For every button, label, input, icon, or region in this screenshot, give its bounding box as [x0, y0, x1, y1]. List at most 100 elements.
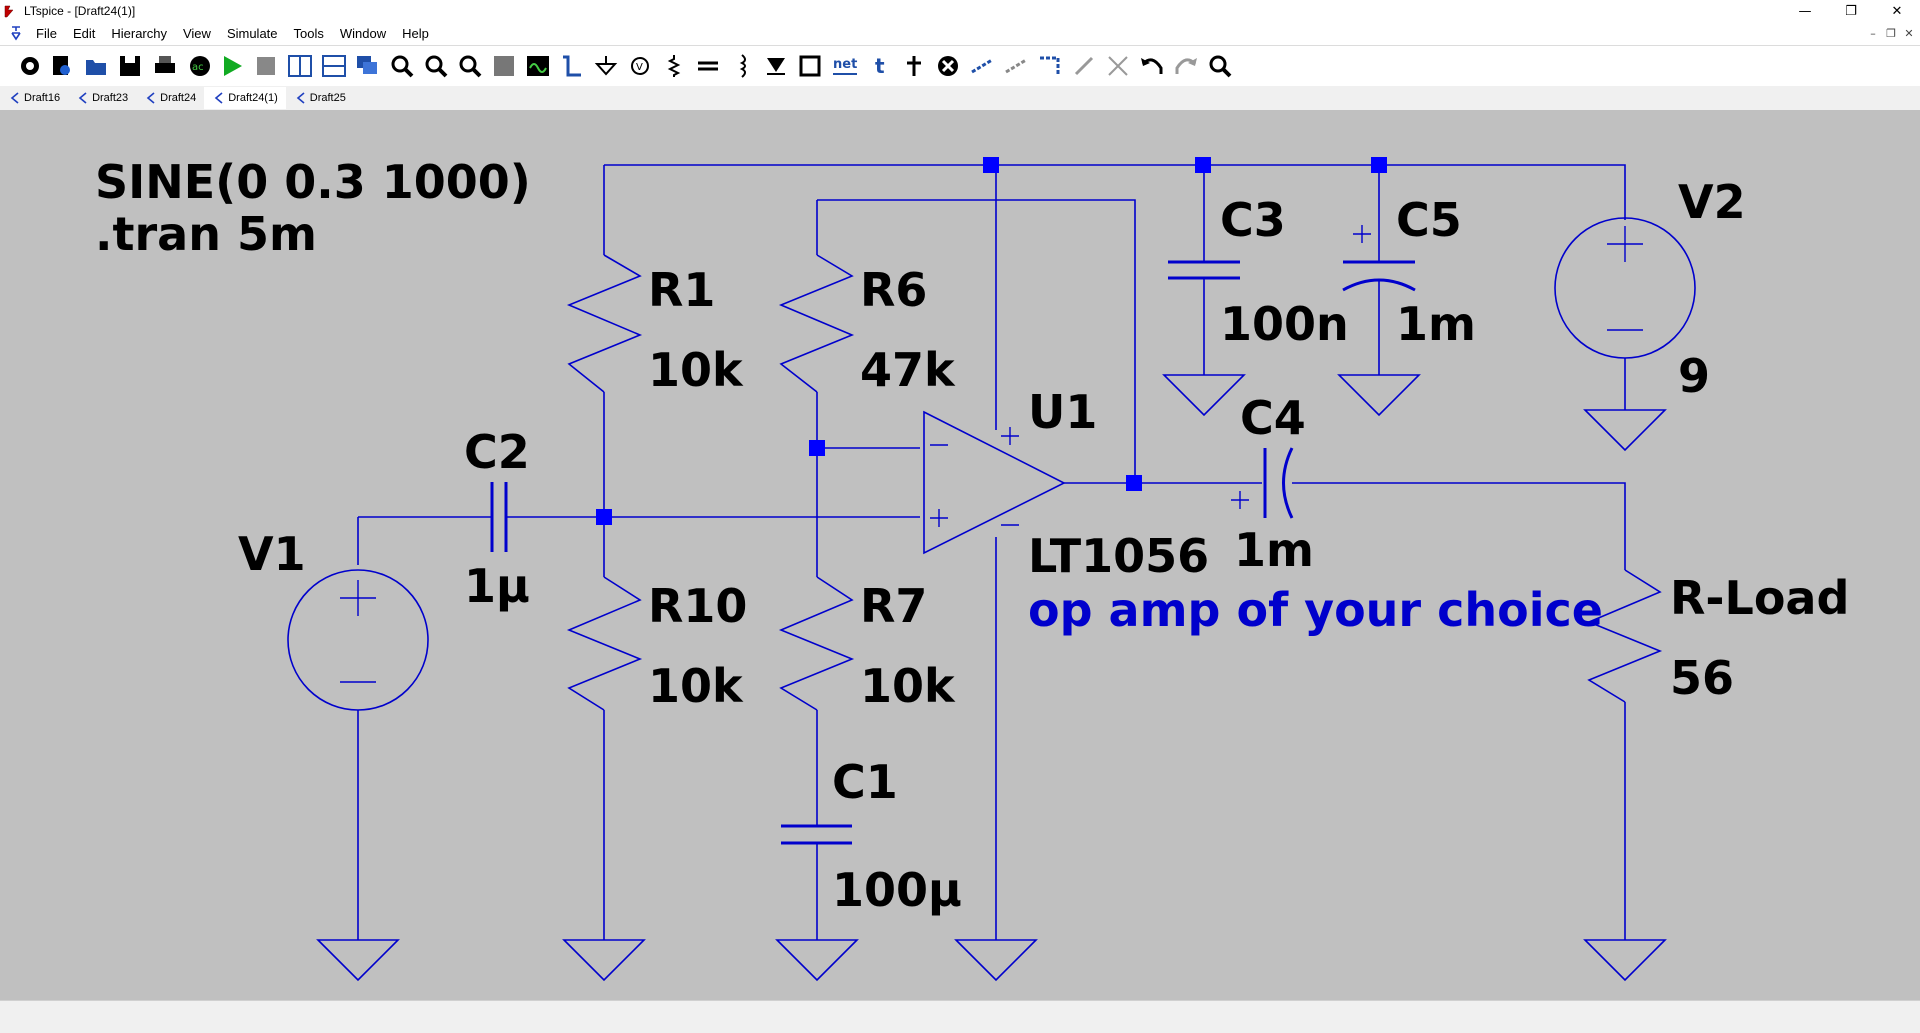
c4-name[interactable]: C4 — [1240, 391, 1306, 445]
c1-value[interactable]: 100µ — [832, 863, 962, 917]
diode-icon[interactable] — [767, 58, 785, 75]
tab-label: Draft24 — [160, 92, 197, 104]
mdi-restore-button[interactable]: ❐ — [1886, 26, 1896, 40]
rload-name[interactable]: R-Load — [1670, 571, 1849, 625]
rload-value[interactable]: 56 — [1670, 651, 1734, 705]
menu-hierarchy[interactable]: Hierarchy — [111, 25, 167, 41]
v1-name[interactable]: V1 — [238, 527, 306, 581]
save-icon[interactable] — [120, 56, 140, 76]
r6-value[interactable]: 47k — [860, 343, 956, 397]
ltspice-app-icon — [4, 5, 14, 18]
maximize-button[interactable]: ❐ — [1845, 3, 1857, 19]
tile-vertical-icon[interactable] — [288, 55, 312, 77]
print-icon[interactable] — [155, 56, 175, 73]
ac-analysis-icon[interactable]: ac — [190, 56, 210, 76]
duplicate-icon[interactable] — [971, 58, 993, 74]
spice-directive-icon[interactable] — [907, 56, 921, 76]
tab-draft25[interactable]: Draft25 — [286, 87, 354, 109]
toolbar-icons: ac — [21, 54, 1232, 78]
settings-icon[interactable] — [21, 57, 39, 75]
tab-label: Draft24(1) — [228, 92, 278, 104]
v2-name[interactable]: V2 — [1678, 175, 1746, 229]
v2-value[interactable]: 9 — [1678, 349, 1710, 403]
run-icon[interactable] — [224, 56, 242, 76]
zoom-back-icon[interactable] — [494, 56, 514, 76]
u1-name[interactable]: U1 — [1028, 385, 1097, 439]
component-icon[interactable] — [799, 55, 821, 77]
document-icon[interactable] — [8, 25, 24, 41]
c5-value[interactable]: 1m — [1396, 297, 1476, 351]
label-node-icon[interactable]: V — [631, 57, 649, 75]
r7-value[interactable]: 10k — [860, 659, 956, 713]
ground-icon[interactable] — [594, 56, 618, 76]
delete-icon[interactable] — [938, 56, 958, 76]
r10-value[interactable]: 10k — [648, 659, 744, 713]
mdi-minimize-button[interactable]: – — [1870, 26, 1876, 40]
document-tabs: Draft16 Draft23 Draft24 Draft24(1) Draft… — [0, 86, 1920, 110]
tab-draft23[interactable]: Draft23 — [68, 87, 136, 109]
tab-label: Draft16 — [24, 92, 61, 104]
wire-icon[interactable] — [563, 55, 581, 77]
c4-value[interactable]: 1m — [1234, 523, 1314, 577]
minimize-button[interactable]: — — [1798, 3, 1812, 19]
capacitor-icon[interactable] — [698, 61, 718, 71]
menu-view[interactable]: View — [182, 25, 211, 41]
control-panel-icon[interactable] — [527, 56, 549, 76]
rotate-icon[interactable] — [1074, 56, 1094, 76]
cascade-icon[interactable] — [357, 56, 377, 74]
close-button[interactable]: ✕ — [1891, 3, 1903, 19]
halt-icon[interactable] — [257, 57, 275, 75]
directive-sine[interactable]: SINE(0 0.3 1000) — [95, 155, 531, 209]
inductor-icon[interactable] — [739, 54, 746, 78]
r10-name[interactable]: R10 — [648, 579, 747, 633]
svg-text:ac: ac — [192, 62, 204, 73]
menu-help[interactable]: Help — [402, 25, 429, 41]
wires — [287, 164, 1696, 940]
c1-name[interactable]: C1 — [832, 755, 898, 809]
r7-name[interactable]: R7 — [860, 579, 927, 633]
r1-value[interactable]: 10k — [648, 343, 744, 397]
text-icon[interactable]: t — [875, 54, 885, 78]
menu-simulate[interactable]: Simulate — [226, 25, 278, 41]
status-bar — [0, 1000, 1920, 1033]
zoom-fit-icon[interactable] — [459, 55, 482, 78]
tab-label: Draft25 — [309, 92, 346, 104]
resistor-icon[interactable] — [667, 55, 681, 77]
tab-draft16[interactable]: Draft16 — [0, 87, 68, 109]
undo-icon[interactable] — [1141, 58, 1163, 74]
c2-name[interactable]: C2 — [464, 425, 530, 479]
menu-edit[interactable]: Edit — [72, 25, 96, 41]
ground-symbols — [316, 374, 1667, 982]
c3-name[interactable]: C3 — [1220, 193, 1286, 247]
c3-value[interactable]: 100n — [1220, 297, 1349, 351]
c2-value[interactable]: 1µ — [464, 559, 530, 613]
open-icon[interactable] — [86, 60, 106, 75]
menu-tools[interactable]: Tools — [293, 25, 324, 41]
mirror-icon[interactable] — [1108, 56, 1128, 76]
c5-name[interactable]: C5 — [1396, 193, 1462, 247]
tab-draft24-1[interactable]: Draft24(1) — [204, 87, 286, 109]
u1-value[interactable]: LT1056 — [1028, 529, 1209, 583]
directive-tran[interactable]: .tran 5m — [95, 207, 317, 261]
netlabel-icon[interactable]: net — [833, 57, 857, 75]
schematic-canvas[interactable]: SINE(0 0.3 1000) .tran 5m R1 10k R6 47k … — [0, 110, 1920, 1000]
schematic-tab-icon — [214, 92, 223, 104]
drag-icon[interactable] — [1040, 56, 1060, 74]
r6-name[interactable]: R6 — [860, 263, 927, 317]
svg-text:V: V — [636, 62, 643, 73]
r1-name[interactable]: R1 — [648, 263, 715, 317]
new-schematic-icon[interactable] — [53, 56, 70, 75]
menu-window[interactable]: Window — [339, 25, 387, 41]
tab-draft24[interactable]: Draft24 — [136, 87, 204, 109]
move-icon[interactable] — [1005, 58, 1027, 74]
menu-file[interactable]: File — [36, 25, 57, 41]
comment-text[interactable]: op amp of your choice — [1028, 583, 1603, 637]
tile-horizontal-icon[interactable] — [322, 55, 346, 77]
zoom-in-icon[interactable] — [391, 55, 414, 78]
zoom-out-icon[interactable] — [425, 55, 448, 78]
redo-icon[interactable] — [1175, 58, 1197, 74]
mdi-close-button[interactable]: ✕ — [1904, 26, 1914, 40]
text-tool-glyph: t — [875, 54, 885, 78]
schematic-tab-icon — [296, 92, 305, 104]
find-icon[interactable] — [1209, 55, 1232, 78]
